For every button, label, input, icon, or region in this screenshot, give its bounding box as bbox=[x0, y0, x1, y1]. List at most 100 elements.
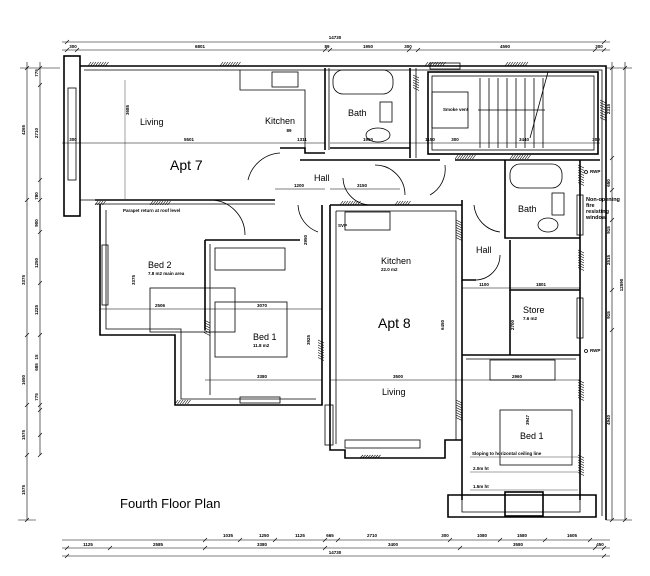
wall-hatch bbox=[179, 399, 184, 405]
dim-left-inner: 1225 bbox=[34, 304, 39, 315]
dim-interior: 3500 bbox=[393, 374, 404, 379]
room-label-apt7-kitchen: Kitchen bbox=[265, 116, 295, 126]
wall-hatch bbox=[599, 112, 607, 116]
wall-hatch bbox=[224, 61, 229, 67]
wall-hatch bbox=[377, 454, 381, 459]
dimension-tick bbox=[609, 217, 615, 223]
dim-interior: 89 bbox=[286, 128, 292, 133]
wall-hatch bbox=[434, 61, 439, 67]
wall-hatch bbox=[577, 387, 585, 391]
dim-interior: 3925 bbox=[306, 334, 311, 345]
dimension-tick bbox=[447, 537, 453, 543]
dim-interior: 3150 bbox=[357, 183, 368, 188]
wall-hatch bbox=[524, 61, 529, 67]
wall-hatch bbox=[522, 154, 526, 160]
wall-hatch bbox=[344, 200, 349, 206]
dim-top: 6801 bbox=[195, 44, 206, 49]
dimension-tick bbox=[542, 537, 548, 543]
dim-right-inner: 2315 bbox=[606, 103, 611, 114]
rwp-label-2: RWP bbox=[590, 348, 600, 353]
wall-hatch bbox=[232, 61, 236, 67]
wall-hatch bbox=[507, 61, 511, 67]
dim-left-outer: 4265 bbox=[21, 124, 26, 135]
dim-bottom-row1: 1580 bbox=[517, 533, 528, 538]
wall-hatch bbox=[455, 232, 463, 236]
wall-hatch bbox=[577, 469, 585, 474]
dimension-tick bbox=[457, 545, 463, 551]
wall-hatch bbox=[374, 454, 379, 459]
wall-hatch bbox=[203, 332, 211, 336]
wall-hatch bbox=[424, 61, 429, 67]
dimension-tick bbox=[24, 402, 30, 408]
smoke-vent-label: Smoke vent bbox=[443, 107, 469, 112]
wall-hatch bbox=[577, 379, 585, 384]
dimension-tick bbox=[37, 82, 43, 88]
wall-hatch bbox=[317, 347, 325, 351]
wall-hatch bbox=[317, 344, 325, 349]
wall-hatch bbox=[512, 154, 516, 160]
dim-interior: 1150 bbox=[425, 137, 435, 142]
plan-title: Fourth Floor Plan bbox=[120, 496, 220, 511]
dim-left-inner: 780 bbox=[34, 192, 39, 200]
dim-interior: 2506 bbox=[155, 303, 166, 308]
apartment-label-8: Apt 8 bbox=[378, 315, 411, 331]
dim-top-overall: 14730 bbox=[329, 35, 342, 40]
dimension-tick bbox=[272, 537, 278, 543]
wall-hatch bbox=[455, 402, 463, 406]
wall-hatch bbox=[577, 167, 585, 171]
dimension-tick bbox=[107, 545, 113, 551]
wall-hatch bbox=[455, 229, 463, 234]
dim-left-inner: 900 bbox=[34, 219, 39, 227]
wall-hatch bbox=[517, 154, 521, 160]
dimension-tick bbox=[622, 517, 628, 523]
dim-interior: 2700 bbox=[510, 319, 515, 330]
wall-hatch bbox=[102, 200, 106, 206]
wall-hatch bbox=[524, 154, 529, 160]
dim-bottom-row2: 1125 bbox=[83, 542, 93, 547]
wall-hatching bbox=[87, 61, 607, 476]
dimension-tick bbox=[64, 553, 70, 559]
dim-bottom-row1: 1250 bbox=[259, 533, 270, 538]
wall-hatch bbox=[357, 200, 361, 206]
dim-bottom-row1: 1035 bbox=[223, 533, 234, 538]
wall-hatch bbox=[577, 464, 585, 469]
wall-hatch bbox=[339, 200, 344, 206]
wall-hatch bbox=[402, 200, 406, 206]
wall-hatch bbox=[367, 454, 371, 459]
wall-hatch bbox=[519, 61, 524, 67]
dimension-tick bbox=[24, 197, 30, 203]
wall-hatch bbox=[504, 61, 509, 67]
dim-interior: 1100 bbox=[479, 282, 489, 287]
wall-hatch bbox=[149, 200, 154, 206]
wall-hatch bbox=[437, 61, 441, 67]
wall-hatch bbox=[577, 264, 585, 269]
wall-hatch bbox=[352, 200, 356, 206]
wall-hatch bbox=[455, 417, 463, 421]
dimension-tick bbox=[601, 47, 607, 53]
wall-hatch bbox=[432, 61, 436, 67]
wall-hatch bbox=[577, 174, 585, 179]
dim-interior: 1311 bbox=[297, 137, 307, 142]
notes: Smoke vent Parapet return at roof level … bbox=[123, 107, 620, 489]
dimension-tick bbox=[202, 545, 208, 551]
room-area-store: 7.6 m2 bbox=[523, 316, 538, 321]
wall-hatch bbox=[455, 407, 463, 411]
wall-hatch bbox=[187, 399, 191, 405]
wall-hatch bbox=[527, 154, 531, 160]
dimension-tick bbox=[37, 197, 43, 203]
wall-hatch bbox=[599, 104, 607, 109]
wall-hatch bbox=[399, 200, 404, 206]
wall-hatch bbox=[464, 154, 469, 160]
fixtures bbox=[124, 69, 588, 491]
wall-hatch bbox=[577, 177, 585, 181]
dim-left-inner: 685 bbox=[34, 363, 39, 371]
dim-interior: 2950 bbox=[303, 234, 308, 245]
wall-hatch bbox=[152, 200, 156, 206]
dimension-tick bbox=[601, 39, 607, 45]
wall-hatch bbox=[105, 61, 109, 67]
wall-hatch bbox=[159, 200, 164, 206]
wall-hatch bbox=[577, 267, 585, 271]
dimension-tick bbox=[37, 432, 43, 438]
wall-hatch bbox=[472, 154, 476, 160]
